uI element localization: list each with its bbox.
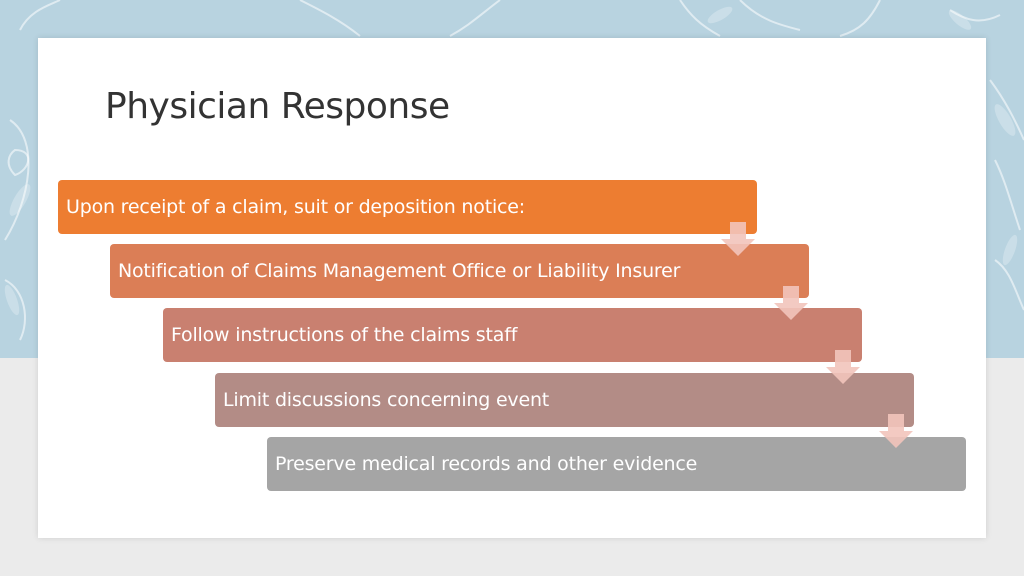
down-arrow-icon — [879, 414, 913, 448]
process-step-1: Upon receipt of a claim, suit or deposit… — [58, 180, 757, 234]
process-step-5: Preserve medical records and other evide… — [267, 437, 966, 491]
leaf-pattern — [4, 0, 1024, 341]
slide-title: Physician Response — [105, 86, 450, 127]
down-arrow-icon — [721, 222, 755, 256]
down-arrow-icon — [826, 350, 860, 384]
down-arrow-icon — [774, 286, 808, 320]
process-step-4: Limit discussions concerning event — [215, 373, 914, 427]
process-step-2: Notification of Claims Management Office… — [110, 244, 809, 298]
process-step-3: Follow instructions of the claims staff — [163, 308, 862, 362]
